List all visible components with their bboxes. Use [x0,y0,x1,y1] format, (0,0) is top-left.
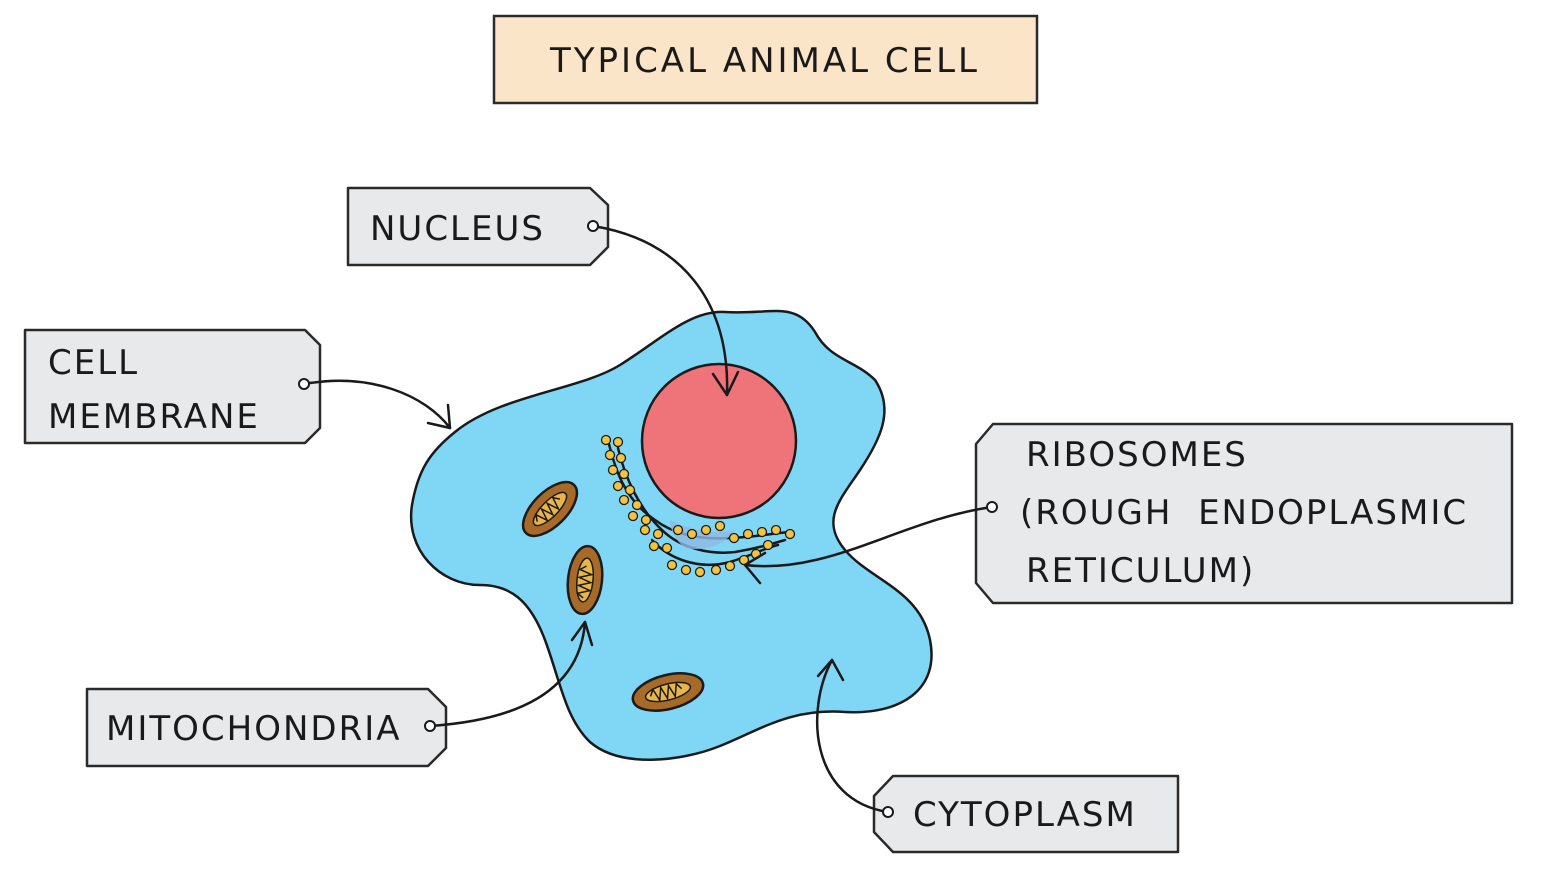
label-cell-membrane-line-2: MEMBRANE [48,397,260,437]
label-cell-membrane-line-1: CELL [48,343,139,383]
mitochondrion-cristae [575,565,594,599]
ribosome-group [600,434,796,578]
ribosome-dot [694,566,706,578]
ribosome-dot [648,540,660,552]
tag-ring-mitochondria [424,720,436,732]
arrowhead-mitochondria [570,620,594,647]
ribosome-dot [624,484,636,496]
mitochondrion-3 [631,672,705,712]
ribosome-dot [770,524,782,536]
ribosome-dot [661,542,673,554]
label-ribosomes-line-1: RIBOSOMES [1026,435,1248,475]
title-box: TYPICAL ANIMAL CELL [492,14,1039,105]
ribosome-dot [728,532,740,544]
ribosome-dot [618,468,630,480]
ribosome-dot [714,520,726,532]
ribosome-dot [631,499,643,511]
label-cytoplasm-line-1: CYTOPLASM [913,795,1137,835]
ribosome-dot [742,528,754,540]
tag-shape [346,186,610,267]
rough-er [600,434,796,578]
ribosome-dot [724,560,736,572]
ribosome-dot [612,480,624,492]
ribosome-dot [680,564,692,576]
ribosome-dot [640,514,652,526]
ribosome-dot [652,528,664,540]
ribosome-dot [607,464,619,476]
label-ribosomes-line-3: RETICULUM) [1026,551,1255,591]
arrow-mitochondria [428,620,587,728]
ribosome-dot [604,449,616,461]
ribosome-dot [615,452,627,464]
arrow-nucleus [591,224,729,397]
ribosome-dot [762,539,774,551]
mitochondrion-cristae [534,496,561,522]
ribosome-dot [618,494,630,506]
tag-shape [872,774,1180,854]
mitochondrion-2 [566,544,604,616]
mitochondrion-1 [521,480,579,538]
arrow-cytoplasm [816,658,890,814]
ribosome-dot [612,436,624,448]
label-ribosomes-line-2: (ROUGH ENDOPLASMIC [1020,493,1468,533]
er-lumen [670,520,735,550]
tag-shape [85,687,448,768]
arrowhead-cytoplasm [816,658,845,682]
label-tag-ribosomes: RIBOSOMES (ROUGH ENDOPLASMIC RETICULUM) [974,422,1514,605]
label-nucleus-line-1: NUCLEUS [370,209,545,249]
cell-cytoplasm [409,309,933,761]
nucleus-shape [640,362,798,520]
tag-shape [974,422,1514,605]
label-mitochondria-line-1: MITOCHONDRIA [106,709,402,749]
arrowhead-ribosomes [743,551,767,585]
ribosome-dot [700,524,712,536]
ribosome-dot [756,526,768,538]
mitochondrion-cristae [649,682,683,703]
ribosome-dot [672,524,684,536]
title-text: TYPICAL ANIMAL CELL [549,41,980,81]
tag-ring-cytoplasm [882,806,894,818]
label-tag-cell-membrane: CELL MEMBRANE [23,328,322,445]
tag-ring-ribosomes [986,501,998,513]
ribosome-dot [639,524,651,536]
ribosome-dot [710,564,722,576]
label-tag-cytoplasm: CYTOPLASM [872,774,1180,854]
tag-ring-cell-membrane [298,378,310,390]
label-tag-mitochondria: MITOCHONDRIA [85,687,448,768]
ribosome-dot [784,528,796,540]
tag-ring-nucleus [587,220,599,232]
label-tag-nucleus: NUCLEUS [346,186,610,267]
ribosome-dot [600,434,612,446]
tag-shape [23,328,322,445]
ribosome-dot [666,559,678,571]
title-background [492,14,1039,105]
arrow-ribosomes [743,505,994,568]
ribosome-dot [627,510,639,522]
arrow-cell-membrane [302,379,452,430]
arrowhead-cell-membrane [426,403,452,430]
ribosome-dot [686,528,698,540]
arrowhead-nucleus [711,370,740,397]
